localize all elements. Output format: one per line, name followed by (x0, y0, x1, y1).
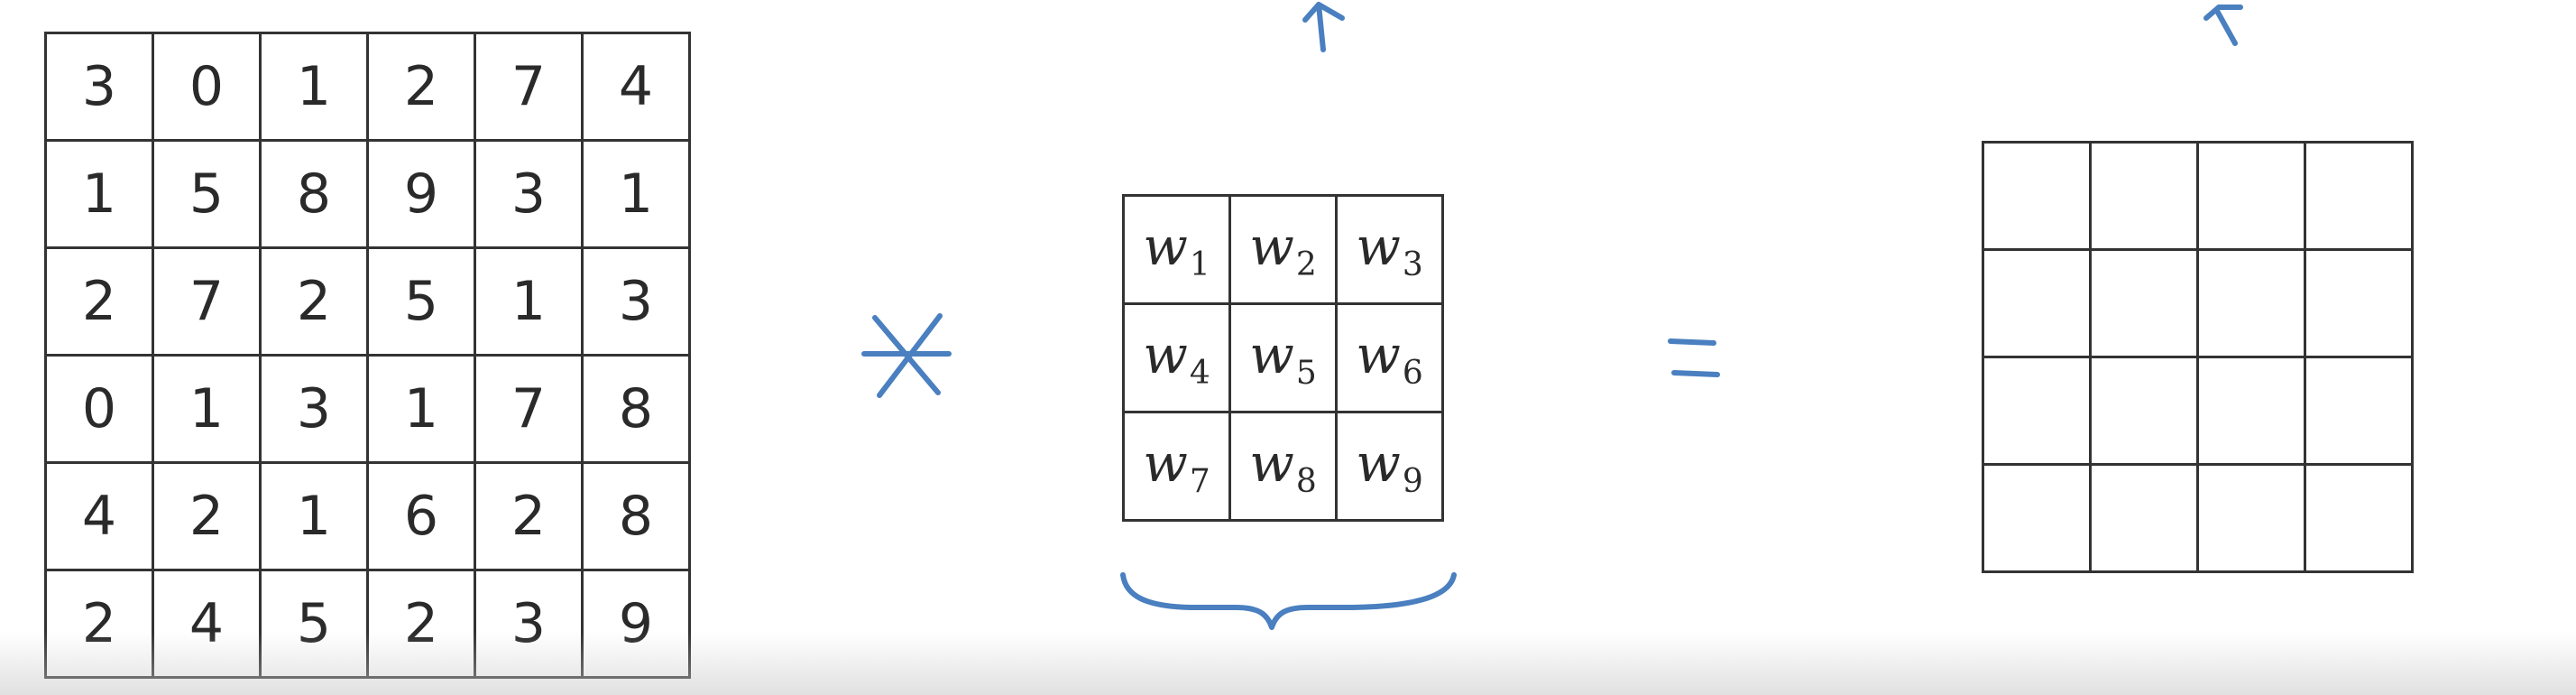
weight-symbol: w (1249, 324, 1294, 385)
bottom-fade-overlay (0, 632, 2576, 695)
weight-subscript: 4 (1189, 355, 1210, 392)
output-matrix (1982, 141, 2414, 573)
output-cell (2304, 356, 2414, 466)
output-cell (2089, 463, 2199, 573)
input-cell: 4 (581, 32, 691, 142)
weight-symbol: w (1249, 432, 1294, 494)
input-cell: 9 (366, 139, 476, 249)
input-cell: 1 (581, 139, 691, 249)
input-cell: 5 (152, 139, 262, 249)
weight-subscript: 8 (1295, 463, 1317, 500)
input-cell: 2 (474, 461, 584, 571)
input-cell: 8 (581, 461, 691, 571)
weight-subscript: 7 (1189, 463, 1210, 500)
input-cell: 7 (152, 246, 262, 357)
output-cell (2196, 356, 2306, 466)
weight-symbol: w (1249, 216, 1294, 277)
filter-cell: w4 (1122, 302, 1231, 413)
input-cell: 2 (152, 461, 262, 571)
input-cell: 1 (259, 461, 369, 571)
input-cell: 5 (366, 246, 476, 357)
weight-symbol: w (1356, 324, 1401, 385)
filter-cell: w2 (1228, 194, 1338, 305)
input-cell: 6 (366, 461, 476, 571)
input-cell: 2 (366, 32, 476, 142)
weight-subscript: 1 (1189, 246, 1210, 283)
output-cell (1982, 248, 2092, 358)
input-cell: 1 (474, 246, 584, 357)
filter-cell: w9 (1335, 411, 1444, 522)
input-cell: 4 (44, 461, 154, 571)
output-cell (1982, 141, 2092, 251)
output-row (1982, 463, 2414, 573)
weight-subscript: 6 (1402, 355, 1423, 392)
filter-brace-icon (1120, 572, 1457, 630)
weight-symbol: w (1356, 432, 1401, 494)
weight-subscript: 3 (1402, 246, 1423, 283)
input-cell: 1 (259, 32, 369, 142)
output-cell (2089, 356, 2199, 466)
convolution-operator-icon (861, 313, 952, 398)
input-cell: 0 (152, 32, 262, 142)
input-cell: 1 (366, 354, 476, 464)
output-cell (2304, 141, 2414, 251)
output-cell (2196, 248, 2306, 358)
input-cell: 8 (259, 139, 369, 249)
equals-sign-icon (1668, 338, 1720, 377)
filter-cell: w1 (1122, 194, 1231, 305)
output-cell (2089, 141, 2199, 251)
input-cell: 7 (474, 32, 584, 142)
weight-symbol: w (1143, 432, 1188, 494)
filter-cell: w3 (1335, 194, 1444, 305)
output-cell (2196, 141, 2306, 251)
input-cell: 0 (44, 354, 154, 464)
filter-cell: w5 (1228, 302, 1338, 413)
output-arrow-icon (2203, 5, 2243, 46)
filter-cell: w7 (1122, 411, 1231, 522)
output-row (1982, 141, 2414, 251)
weight-symbol: w (1356, 216, 1401, 277)
input-cell: 3 (474, 139, 584, 249)
output-cell (2304, 463, 2414, 573)
filter-cell: w8 (1228, 411, 1338, 522)
filter-arrow-icon (1302, 2, 1345, 52)
output-cell (2089, 248, 2199, 358)
weight-subscript: 2 (1295, 246, 1317, 283)
output-cell (2196, 463, 2306, 573)
output-row (1982, 248, 2414, 358)
weight-subscript: 5 (1295, 355, 1317, 392)
output-row (1982, 356, 2414, 466)
filter-cell: w6 (1335, 302, 1444, 413)
input-cell: 3 (44, 32, 154, 142)
input-cell: 2 (44, 246, 154, 357)
weight-subscript: 9 (1402, 463, 1423, 500)
input-cell: 3 (259, 354, 369, 464)
input-cell: 3 (581, 246, 691, 357)
input-cell: 2 (259, 246, 369, 357)
input-cell: 1 (44, 139, 154, 249)
input-cell: 1 (152, 354, 262, 464)
output-cell (2304, 248, 2414, 358)
input-cell: 8 (581, 354, 691, 464)
weight-symbol: w (1143, 216, 1188, 277)
output-cell (1982, 463, 2092, 573)
weight-symbol: w (1143, 324, 1188, 385)
output-cell (1982, 356, 2092, 466)
input-cell: 7 (474, 354, 584, 464)
